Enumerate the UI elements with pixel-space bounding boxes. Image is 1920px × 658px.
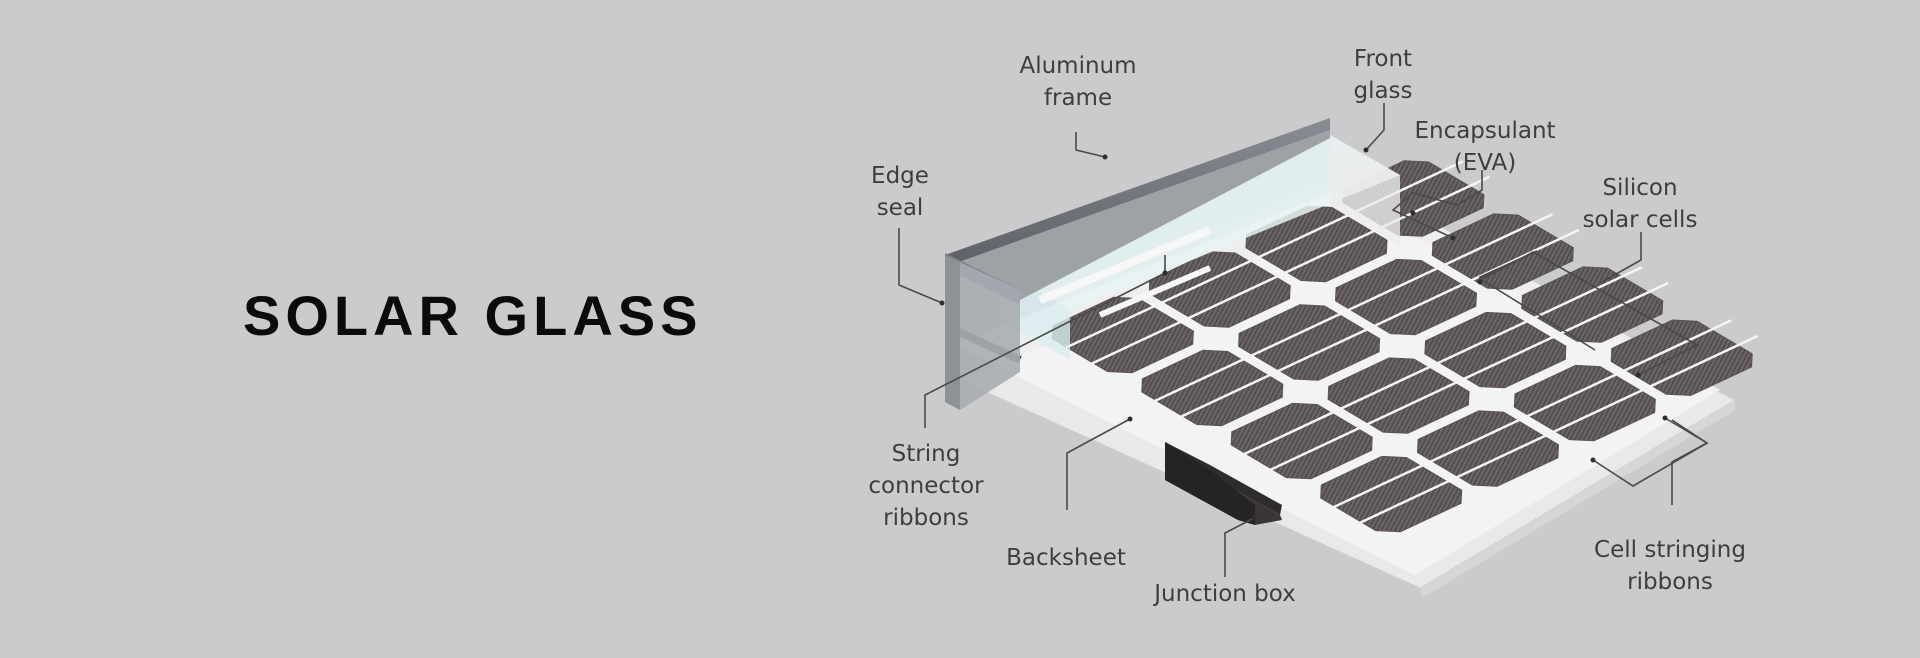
aluminum-frame	[945, 118, 1330, 410]
stringing-ribbon	[1342, 334, 1759, 532]
stringing-ribbon	[1074, 175, 1490, 373]
cell-stringing-ribbons	[1048, 160, 1759, 532]
solar-cell	[1513, 364, 1656, 442]
stringing-ribbon	[1253, 281, 1669, 479]
label-backsheet: Backsheet	[1006, 545, 1126, 571]
junction-box	[1165, 442, 1282, 525]
solar-cell	[1141, 349, 1284, 427]
label-encapsulant: Encapsulant(EVA)	[1414, 118, 1556, 176]
page-title: SOLAR GLASS	[243, 284, 703, 347]
solar-cell	[1416, 410, 1560, 487]
stringing-ribbon	[1163, 228, 1580, 426]
solar-cell	[1320, 455, 1463, 533]
solar-cell	[1238, 304, 1381, 381]
label-junction-box: Junction box	[1154, 581, 1296, 607]
solar-cell	[1148, 251, 1291, 328]
solar-cell	[1230, 402, 1373, 480]
stringing-ribbon	[1226, 266, 1643, 464]
solar-cell	[1051, 296, 1194, 374]
string-connector-ribbons	[1038, 226, 1212, 318]
solar-cell	[1431, 213, 1574, 290]
solar-cell	[1521, 266, 1664, 343]
solar-cell	[1334, 258, 1478, 336]
stringing-ribbon	[1137, 213, 1554, 411]
solar-cell	[1610, 319, 1753, 396]
solar-cell	[1424, 311, 1567, 389]
silicon-solar-cells	[1051, 160, 1753, 533]
stringing-ribbon	[1316, 319, 1732, 517]
leader-dots	[939, 147, 1668, 521]
solar-cell	[1327, 357, 1470, 434]
